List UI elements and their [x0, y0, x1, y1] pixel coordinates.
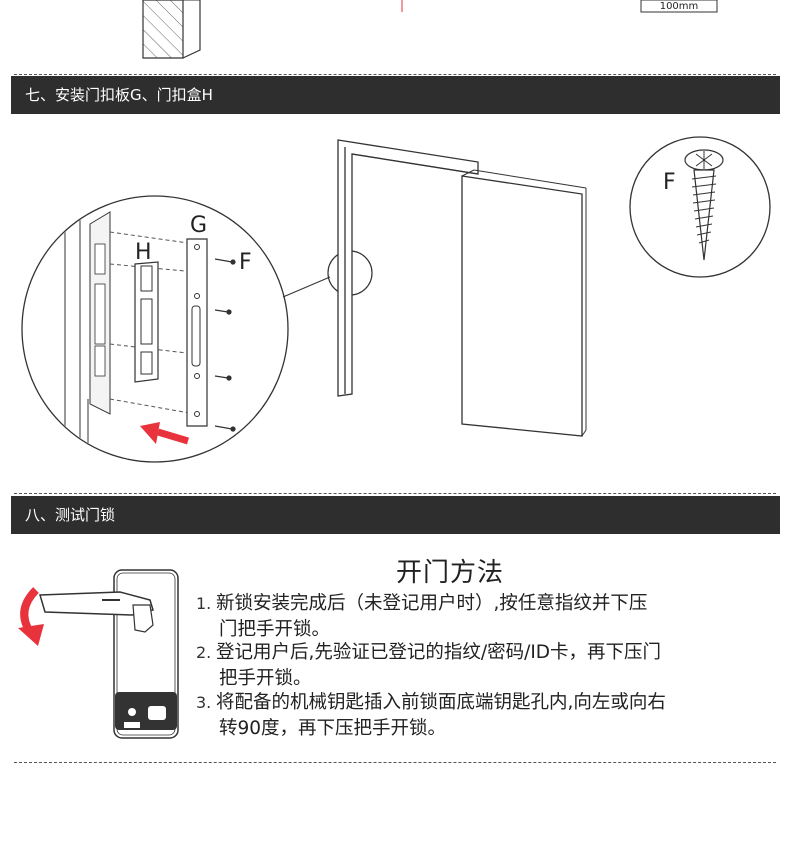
step-text-continued: 门把手开锁。 — [219, 619, 331, 640]
detail-magnifier — [21, 195, 289, 463]
dimension-box — [640, 0, 718, 13]
section-7-header: 七、安装门扣板G、门扣盒H — [11, 76, 780, 114]
door-lock-handle-illustration — [18, 569, 179, 739]
red-arrow-icon — [140, 422, 190, 445]
label-f-detail: F — [663, 170, 676, 195]
label-g: G — [190, 213, 208, 238]
section-8-header: 八、测试门锁 — [11, 496, 780, 534]
step-number: 1. — [196, 594, 212, 613]
divider — [14, 74, 776, 75]
screw-icons — [214, 258, 236, 432]
strike-plate-g — [186, 238, 208, 427]
step-number: 3. — [196, 693, 212, 712]
top-fragment-illustration — [142, 0, 718, 59]
divider — [14, 762, 776, 763]
screw-detail-circle — [629, 136, 771, 278]
dimension-label: 100mm — [659, 1, 699, 12]
step-text: 新锁安装完成后（未登记用户时）,按任意指纹并下压 — [216, 593, 648, 614]
opening-method-title: 开门方法 — [395, 558, 504, 588]
door-frame — [337, 139, 479, 397]
divider — [14, 493, 776, 494]
rotate-arrow-icon — [18, 587, 44, 646]
opening-step-1: 1.新锁安装完成后（未登记用户时）,按任意指纹并下压 门把手开锁。 — [196, 591, 786, 643]
step-text: 将配备的机械钥匙插入前锁面底端钥匙孔内,向左或向右 — [216, 692, 666, 713]
step-text-continued: 把手开锁。 — [219, 668, 312, 689]
handle-lever — [39, 591, 154, 633]
step-text: 登记用户后,先验证已登记的指纹/密码/ID卡，再下压门 — [216, 642, 662, 663]
opening-step-3: 3.将配备的机械钥匙插入前锁面底端钥匙孔内,向左或向右 转90度，再下压把手开锁… — [196, 690, 786, 742]
label-h: H — [135, 240, 152, 265]
step-number: 2. — [196, 643, 212, 662]
door-panel — [461, 169, 587, 437]
step-text-continued: 转90度，再下压把手开锁。 — [219, 718, 447, 739]
label-f-screw: F — [239, 250, 252, 275]
opening-step-2: 2.登记用户后,先验证已登记的指纹/密码/ID卡，再下压门 把手开锁。 — [196, 640, 786, 692]
strike-box-h — [134, 261, 159, 383]
door-frame-section — [142, 0, 201, 59]
magnifier-connector — [282, 276, 331, 298]
strike-plate-installation-diagram — [21, 136, 771, 463]
